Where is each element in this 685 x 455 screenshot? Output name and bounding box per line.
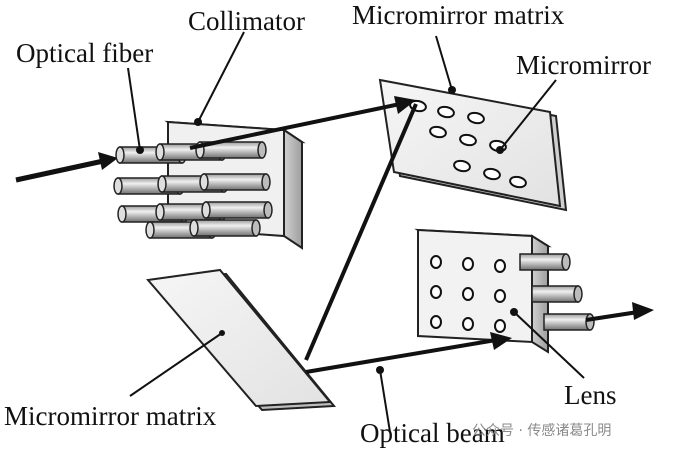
output-fiber-1	[531, 285, 583, 303]
micromirror-7	[483, 167, 501, 181]
beam-collimator-to-mirror	[189, 102, 401, 150]
micromirror-8	[509, 175, 527, 189]
lens-1	[462, 257, 474, 271]
micromirror-6	[453, 159, 471, 173]
beam-mirror-to-bottom-matrix	[304, 103, 418, 361]
beam-bottom-matrix-to-lens	[305, 338, 497, 374]
lens-4	[462, 287, 474, 301]
leader-lens	[513, 311, 585, 379]
label-micromirror-matrix-bottom: Micromirror matrix	[4, 401, 217, 431]
micromirror-3	[429, 125, 447, 139]
fiber-cylinder-2	[195, 141, 267, 159]
leader-lines	[127, 31, 585, 433]
lens-6	[430, 315, 442, 329]
lens-5	[494, 289, 506, 303]
output-fiber-0	[519, 253, 571, 271]
fiber-array	[113, 141, 273, 239]
label-collimator: Collimator	[188, 6, 305, 36]
leader-collimator	[197, 31, 245, 123]
leader-micromirror-matrix-top	[435, 35, 453, 91]
label-micromirror: Micromirror	[516, 50, 651, 80]
input-beam-arrow	[15, 152, 118, 183]
output-fiber-2	[543, 313, 595, 331]
leader-micromirror-matrix-bottom	[129, 332, 223, 397]
output-beam	[585, 310, 639, 322]
output-fiber-array	[519, 253, 595, 331]
micromirror-1	[437, 105, 455, 119]
leader-optical-fiber	[127, 67, 141, 151]
leader-optical-beam	[379, 369, 391, 433]
label-lens: Lens	[564, 380, 617, 410]
watermark: 公众号 · 传感诸葛孔明	[472, 423, 612, 439]
lens-8	[494, 319, 506, 333]
lens-3	[430, 285, 442, 299]
label-optical-beam: Optical beam	[360, 418, 505, 448]
lens-7	[462, 317, 474, 331]
micromirror-4	[459, 133, 477, 147]
fiber-cylinder-8	[201, 201, 273, 219]
fiber-cylinder-10	[189, 219, 261, 237]
label-micromirror-matrix-top: Micromirror matrix	[352, 0, 565, 30]
optical-beam-paths	[189, 96, 654, 374]
lens-array	[430, 255, 506, 333]
fiber-cylinder-5	[199, 173, 271, 191]
micromirror-2	[467, 111, 485, 125]
micromirror-array-top	[409, 99, 527, 189]
micromirror-matrix-panel-bottom	[146, 268, 337, 412]
lens-2	[494, 259, 506, 273]
leader-micromirror	[499, 79, 557, 151]
label-optical-fiber: Optical fiber	[16, 38, 154, 68]
lens-0	[430, 255, 442, 269]
